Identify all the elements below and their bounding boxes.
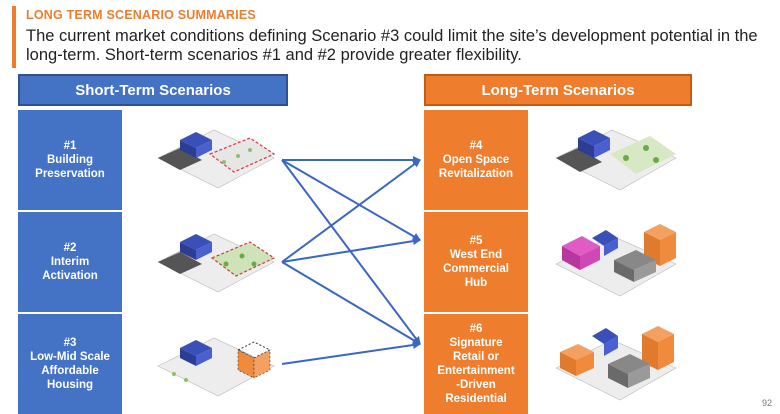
long-term-header: Long-Term Scenarios [424, 74, 692, 106]
scenario-1-box: #1 Building Preservation [18, 110, 122, 212]
scenario-6-box: #6 Signature Retail or Entertainment -Dr… [424, 314, 528, 414]
scenario-3-box: #3 Low-Mid Scale Affordable Housing [18, 314, 122, 414]
scenario-2-illustration [157, 233, 276, 293]
arrow-2-to-5 [281, 237, 421, 263]
section-kicker: LONG TERM SCENARIO SUMMARIES [26, 8, 256, 22]
scenario-6-illustration [555, 326, 677, 401]
arrow-1-to-5 [281, 159, 421, 241]
page-number: 92 [761, 398, 772, 408]
slide-subtitle: The current market conditions defining S… [26, 27, 758, 64]
scenario-1-illustration [157, 129, 276, 189]
short-term-header: Short-Term Scenarios [18, 74, 288, 106]
scenario-4-illustration [555, 129, 677, 191]
scenario-2-box: #2 Interim Activation [18, 212, 122, 314]
scenario-4-box: #4 Open Space Revitalization [424, 110, 528, 212]
scenario-3-illustration [157, 337, 275, 397]
arrow-3-to-6 [281, 341, 421, 365]
accent-bar [12, 6, 16, 68]
arrow-2-to-4 [281, 159, 421, 263]
scenario-5-box: #5 West End Commercial Hub [424, 212, 528, 314]
arrow-2-to-6 [281, 261, 421, 345]
scenario-5-illustration [555, 224, 677, 297]
